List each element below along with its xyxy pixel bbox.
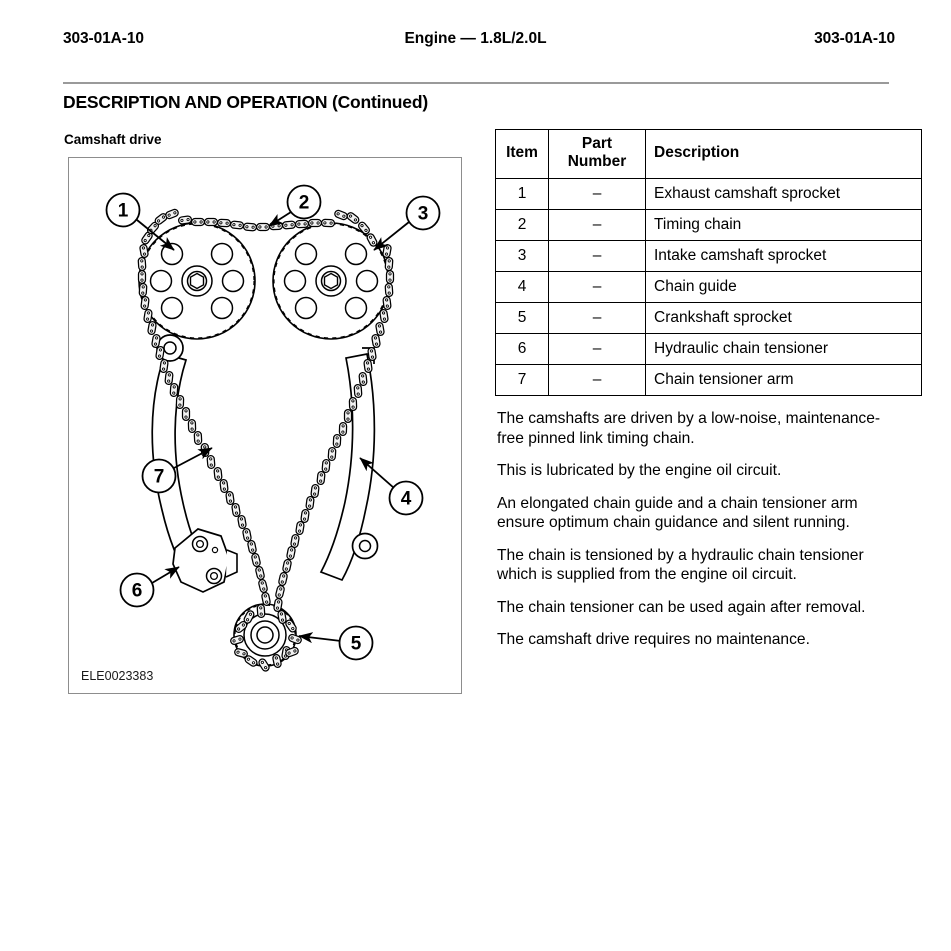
- cell-part-number: –: [548, 333, 646, 365]
- paragraph: The chain tensioner can be used again af…: [497, 598, 866, 616]
- table-row: 7 – Chain tensioner arm: [495, 364, 922, 396]
- callout-1: 1: [105, 192, 175, 251]
- cell-part-number: –: [548, 209, 646, 241]
- page-title: DESCRIPTION AND OPERATION (Continued): [63, 92, 428, 112]
- table-row: 6 – Hydraulic chain tensioner: [495, 333, 922, 365]
- cell-part-number: –: [548, 178, 646, 210]
- paragraph: An elongated chain guide and a chain ten…: [497, 494, 858, 532]
- table-header-row: Item Part Number Description: [495, 129, 922, 179]
- diagram-geometry: 1 2 3 4: [105, 184, 441, 673]
- callout-5: 5: [298, 625, 374, 661]
- cell-item: 4: [495, 271, 549, 303]
- callout-7: 7: [141, 447, 213, 494]
- callout-4: 4: [359, 457, 424, 516]
- cell-description: Exhaust camshaft sprocket: [645, 178, 922, 210]
- cell-item: 6: [495, 333, 549, 365]
- cell-description: Crankshaft sprocket: [645, 302, 922, 334]
- column-header-description: Description: [645, 129, 922, 179]
- camshaft-drive-diagram: 1 2 3 4: [105, 184, 441, 673]
- intake-camshaft-sprocket-graphic: [272, 222, 390, 340]
- callout-2-number: 2: [299, 193, 310, 214]
- cell-item: 5: [495, 302, 549, 334]
- cell-part-number: –: [548, 240, 646, 272]
- table-row: 4 – Chain guide: [495, 271, 922, 303]
- callout-2: 2: [268, 184, 322, 227]
- callout-3-number: 3: [418, 204, 429, 225]
- cell-description: Timing chain: [645, 209, 922, 241]
- header-right-code: 303-01A-10: [814, 30, 895, 47]
- cell-item: 1: [495, 178, 549, 210]
- callout-layer: 1 2 3 4: [105, 184, 441, 661]
- column-header-item: Item: [495, 129, 549, 179]
- callout-3: 3: [373, 195, 441, 251]
- cell-item: 7: [495, 364, 549, 396]
- cell-part-number: –: [548, 364, 646, 396]
- column-header-part-number: Part Number: [548, 129, 646, 179]
- figure-caption: Camshaft drive: [64, 132, 162, 147]
- table-row: 2 – Timing chain: [495, 209, 922, 241]
- header-left-code: 303-01A-10: [63, 30, 144, 47]
- paragraph: This is lubricated by the engine oil cir…: [497, 462, 782, 479]
- paragraph: The camshaft drive requires no maintenan…: [497, 631, 810, 648]
- cell-item: 3: [495, 240, 549, 272]
- callout-6: 6: [119, 566, 180, 608]
- header-center-title: Engine — 1.8L/2.0L: [404, 30, 547, 47]
- callout-1-number: 1: [118, 201, 129, 222]
- cell-description: Chain tensioner arm: [645, 364, 922, 396]
- description-body: The camshafts are driven by a low-noise,…: [497, 409, 889, 663]
- cell-description: Chain guide: [645, 271, 922, 303]
- cell-description: Hydraulic chain tensioner: [645, 333, 922, 365]
- callout-7-number: 7: [154, 467, 165, 488]
- paragraph: The camshafts are driven by a low-noise,…: [497, 410, 881, 447]
- callout-5-number: 5: [351, 634, 362, 655]
- parts-table: Item Part Number Description 1 – Exhaust…: [495, 129, 922, 396]
- paragraph: The chain is tensioned by a hydraulic ch…: [497, 546, 864, 584]
- header-divider-rule: [63, 82, 889, 84]
- callout-6-number: 6: [132, 581, 143, 602]
- table-row: 1 – Exhaust camshaft sprocket: [495, 178, 922, 210]
- exhaust-camshaft-sprocket-graphic: [138, 218, 256, 340]
- camshaft-drive-figure: 1 2 3 4: [68, 157, 462, 694]
- part-header-line2: Number: [567, 153, 627, 170]
- table-row: 3 – Intake camshaft sprocket: [495, 240, 922, 272]
- callout-4-number: 4: [401, 489, 412, 510]
- page-header: 303-01A-10 Engine — 1.8L/2.0L 303-01A-10: [0, 30, 951, 56]
- figure-id-label: ELE0023383: [81, 669, 154, 683]
- part-header-line1: Part: [581, 135, 613, 152]
- table-row: 5 – Crankshaft sprocket: [495, 302, 922, 334]
- cell-description: Intake camshaft sprocket: [645, 240, 922, 272]
- chain-guide-graphic: [319, 347, 379, 582]
- cell-part-number: –: [548, 302, 646, 334]
- hydraulic-chain-tensioner-graphic: [172, 528, 238, 593]
- cell-part-number: –: [548, 271, 646, 303]
- cell-item: 2: [495, 209, 549, 241]
